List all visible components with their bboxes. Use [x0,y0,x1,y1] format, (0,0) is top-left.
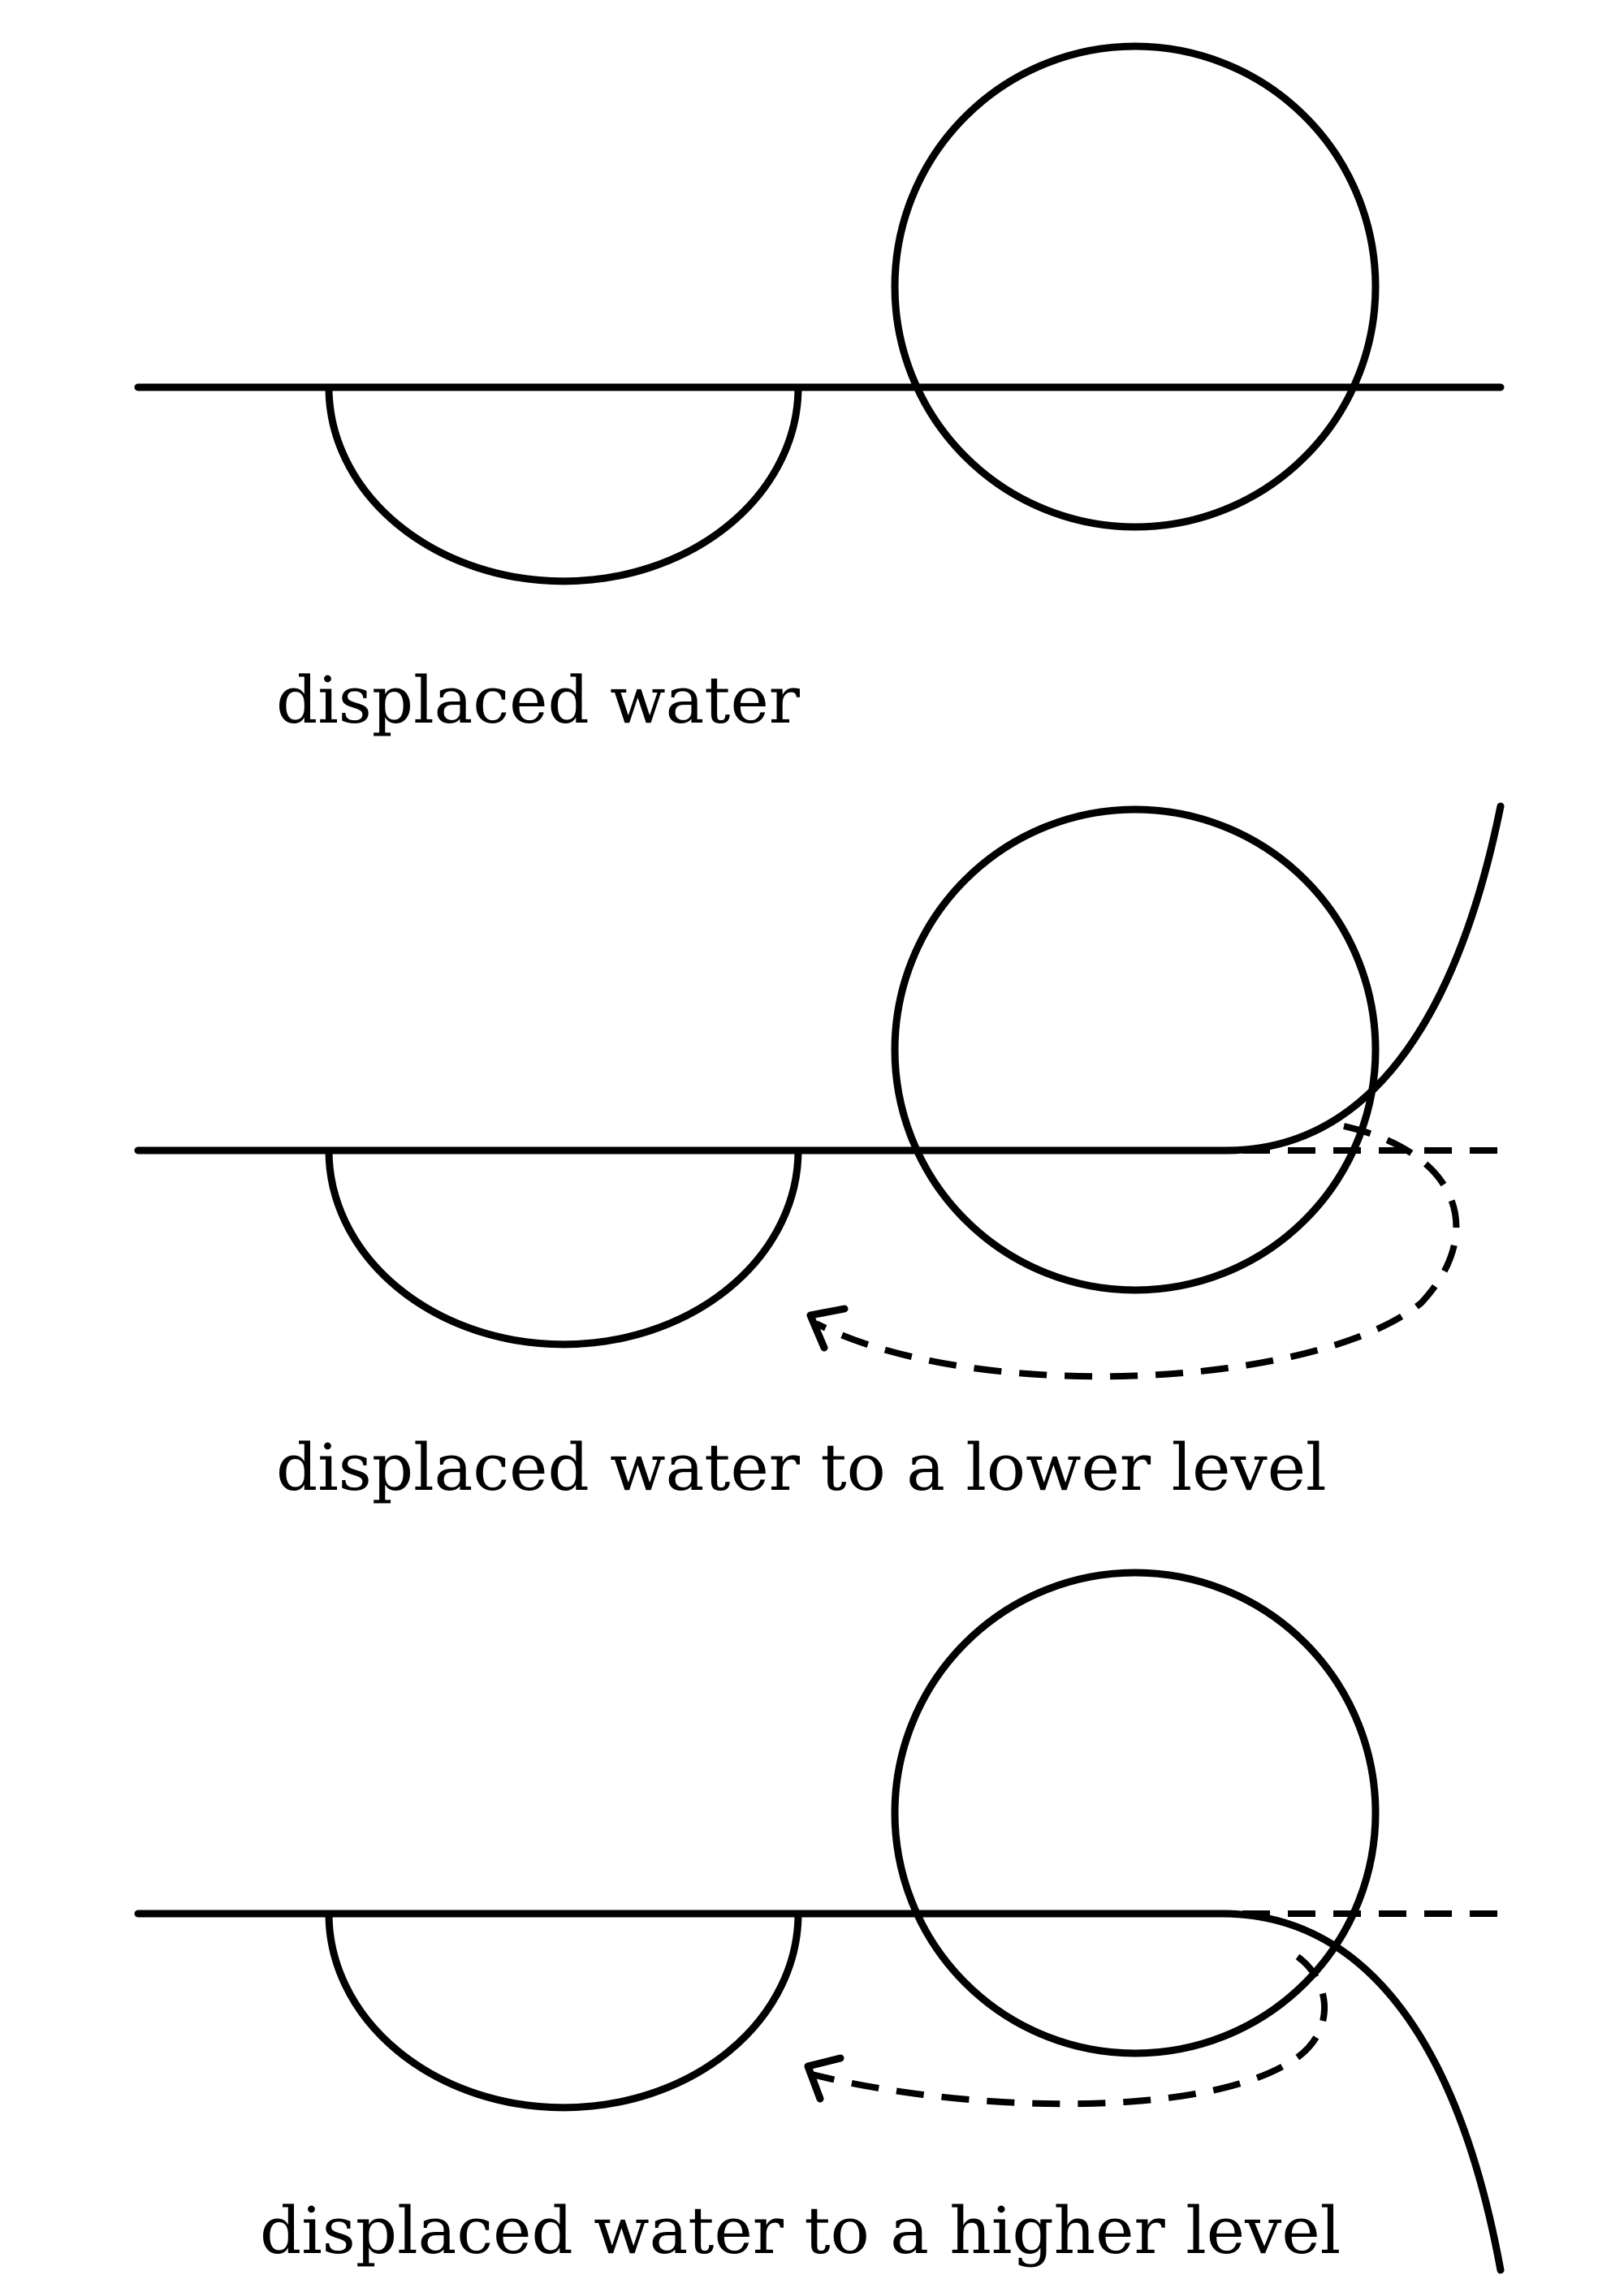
surface-curve-falling [1218,1910,1505,2274]
hatched-displaced-volume [325,1146,802,1349]
flow-arrow-head [804,2054,844,2103]
floating-ball [891,1569,1380,2057]
dashed-flow-arrow [811,1953,1328,2108]
floating-ball [891,42,1380,531]
panel-displaced-water: displaced water [134,42,1505,738]
panel-displaced-water-lower-level: displaced water to a lower level [134,802,1505,1505]
hatched-displaced-volume [325,383,802,585]
caption-higher-level: displaced water to a higher level [260,2193,1341,2268]
hatched-displaced-volume [325,1910,802,2112]
surface-curve-rising [1222,802,1505,1155]
panel-displaced-water-higher-level: displaced water to a higher level [134,1569,1505,2274]
caption-displaced-water: displaced water [276,663,801,738]
caption-lower-level: displaced water to a lower level [276,1430,1327,1505]
dashed-flow-arrow [814,1123,1460,1380]
flow-arrow-head [806,1305,849,1352]
floating-ball [891,805,1380,1294]
